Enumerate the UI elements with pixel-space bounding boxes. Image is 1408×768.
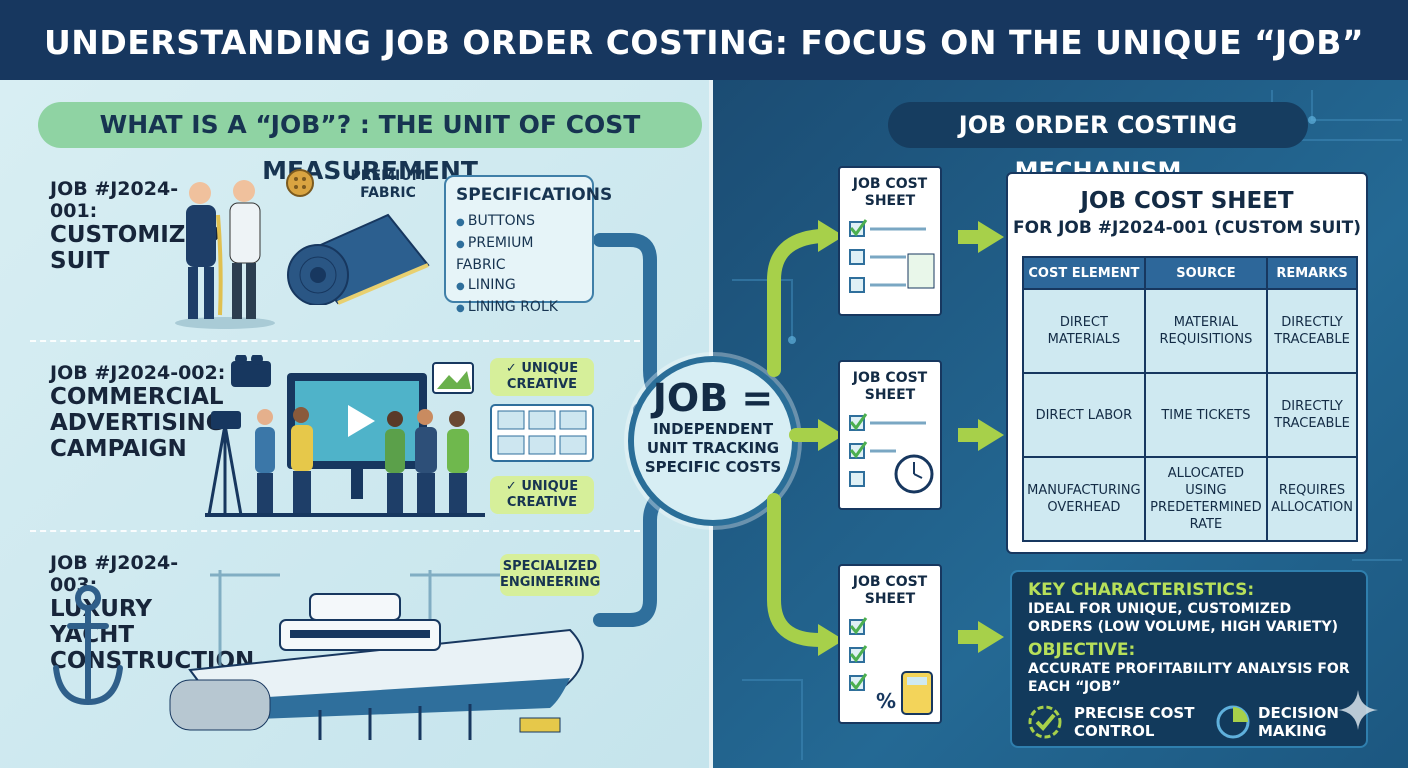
check-icon: ✓ [505, 479, 522, 494]
arrow-head [978, 419, 1004, 451]
precise-cost-control-label: PRECISE COST CONTROL [1074, 704, 1195, 740]
calculator-icon: % [849, 617, 933, 715]
fabric-label: PREMIUM FABRIC [350, 168, 426, 201]
key-characteristics-box: KEY CHARACTERISTICS: IDEAL FOR UNIQUE, C… [1010, 570, 1368, 748]
left-section-title: WHAT IS A “JOB”? : THE UNIT OF COST MEAS… [38, 102, 702, 185]
table-row: DIRECT LABOR TIME TICKETS DIRECTLY TRACE… [1022, 372, 1358, 458]
timer-icon [849, 413, 934, 494]
table-cell: MATERIAL REQUISITIONS [1143, 288, 1269, 374]
job-definition-text: INDEPENDENT UNIT TRACKING SPECIFIC COSTS [644, 420, 782, 476]
key-heading: KEY CHARACTERISTICS: [1028, 580, 1255, 600]
tailor-illustration [175, 180, 275, 329]
table-cell: MANUFACTURING OVERHEAD [1022, 456, 1146, 542]
arrow-shaft [958, 230, 980, 244]
table-cell: DIRECT MATERIALS [1022, 288, 1146, 374]
table-cell: REQUIRES ALLOCATION [1266, 456, 1358, 542]
table-row: MANUFACTURING OVERHEAD ALLOCATED USING P… [1022, 456, 1358, 542]
column-header: REMARKS [1266, 256, 1358, 290]
job-cost-sheet-doc: JOB COST SHEET [838, 166, 942, 316]
doc-title: JOB COST SHEET [852, 574, 928, 607]
unique-creative-tag: ✓ UNIQUE CREATIVE [490, 476, 594, 514]
pie-chart-icon [1216, 705, 1250, 739]
job-cost-sheet-doc: JOB COST SHEET [838, 360, 942, 510]
sparkle-icon [1338, 690, 1378, 730]
target-check-icon [1028, 705, 1062, 739]
svg-text:%: % [876, 689, 896, 713]
unique-creative-tag: ✓ UNIQUE CREATIVE [490, 358, 594, 396]
yacht-illustration [169, 570, 584, 740]
tag-label: UNIQUE CREATIVE [506, 479, 579, 510]
job-equals-label: JOB = [652, 376, 774, 420]
job-separator [30, 340, 640, 342]
anchor-icon [53, 585, 123, 706]
job1-title: JOB #J2024-001: CUSTOMIZED SUIT [50, 178, 220, 274]
check-icon: ✓ [505, 361, 522, 376]
cost-table: COST ELEMENT SOURCE REMARKS DIRECT MATER… [1022, 256, 1358, 542]
arrow-shaft [958, 428, 980, 442]
sheet-title: JOB COST SHEET [1080, 188, 1294, 214]
job2-id: JOB #J2024-002: [50, 362, 226, 384]
specifications-box: SPECIFICATIONS BUTTONS PREMIUM FABRIC LI… [444, 175, 613, 315]
arrow-shaft [958, 630, 980, 644]
spec-item: PREMIUM FABRIC [456, 233, 582, 275]
specialized-engineering-tag: SPECIALIZED ENGINEERING [500, 554, 600, 596]
doc-title: JOB COST SHEET [852, 370, 928, 403]
table-cell: DIRECTLY TRACEABLE [1266, 372, 1358, 458]
arrow-head [978, 621, 1004, 653]
table-cell: DIRECT LABOR [1022, 372, 1146, 458]
right-section-title: JOB ORDER COSTING MECHANISM [888, 102, 1308, 185]
spec-item: BUTTONS [456, 211, 582, 233]
job1-id: JOB #J2024-001: [50, 178, 179, 222]
job-separator [30, 530, 640, 532]
flow-arrows [767, 220, 844, 656]
objective-text: ACCURATE PROFITABILITY ANALYSIS FOR EACH… [1028, 661, 1350, 695]
tag-label: UNIQUE CREATIVE [506, 361, 579, 392]
doc-title: JOB COST SHEET [852, 176, 928, 209]
key-text: IDEAL FOR UNIQUE, CUSTOMIZED ORDERS (LOW… [1028, 601, 1338, 635]
job2-name: COMMERCIAL ADVERTISING CAMPAIGN [50, 384, 225, 462]
job-cost-sheet: JOB COST SHEET FOR JOB #J2024-001 (CUSTO… [1006, 172, 1368, 554]
table-header-row: COST ELEMENT SOURCE REMARKS [1022, 256, 1358, 290]
job2-title: JOB #J2024-002: COMMERCIAL ADVERTISING C… [50, 362, 240, 462]
objective-heading: OBJECTIVE: [1028, 640, 1136, 660]
table-cell: ALLOCATED USING PREDETERMINED RATE [1143, 456, 1269, 542]
table-row: DIRECT MATERIALS MATERIAL REQUISITIONS D… [1022, 288, 1358, 374]
specifications-title: SPECIFICATIONS [456, 185, 613, 205]
storyboard-icon [490, 404, 594, 462]
fabric-roll-illustration [287, 213, 430, 305]
arrow-head [978, 221, 1004, 253]
page-title: UNDERSTANDING JOB ORDER COSTING: FOCUS O… [0, 0, 1408, 80]
ad-campaign-illustration [205, 355, 485, 517]
sheet-subtitle: FOR JOB #J2024-001 (CUSTOM SUIT) [1013, 218, 1361, 238]
job-cost-sheet-doc: JOB COST SHEET % [838, 564, 942, 724]
button-icon [286, 169, 314, 197]
table-cell: TIME TICKETS [1143, 372, 1269, 458]
spec-item: LINING [456, 275, 582, 297]
decision-making-label: DECISION MAKING [1258, 704, 1339, 740]
table-cell: DIRECTLY TRACEABLE [1266, 288, 1358, 374]
column-header: COST ELEMENT [1022, 256, 1146, 290]
column-header: SOURCE [1143, 256, 1269, 290]
spec-item: LINING ROLK [456, 297, 582, 319]
checklist-icon [849, 219, 935, 293]
